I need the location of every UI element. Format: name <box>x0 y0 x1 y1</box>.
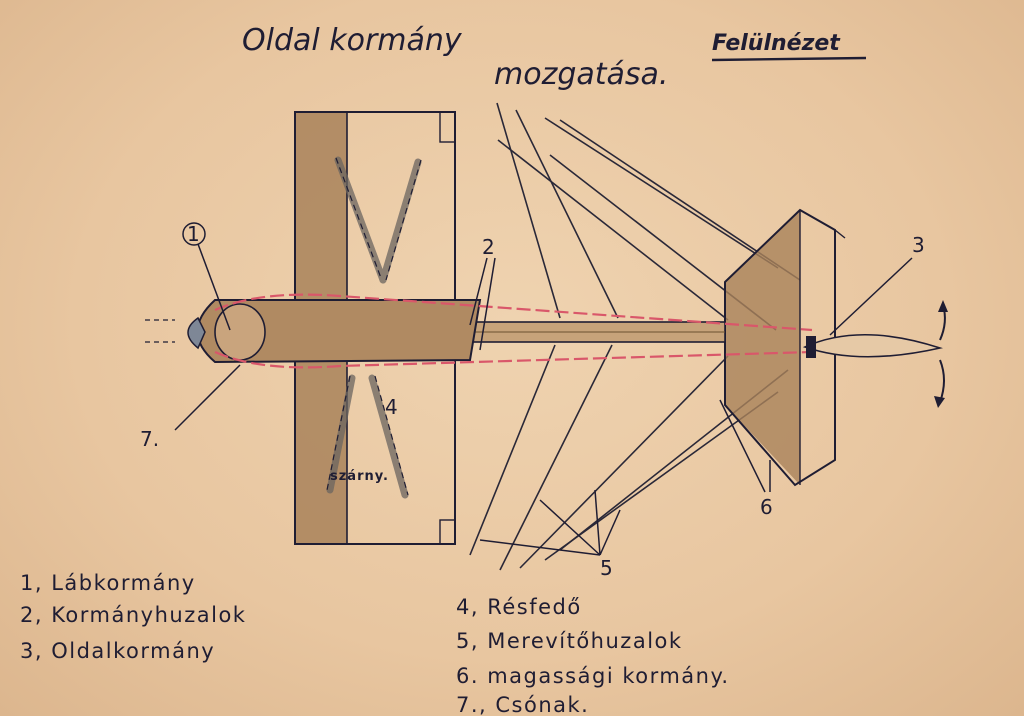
callout-7: 7. <box>140 427 159 451</box>
legend-item-4: 4, Résfedő <box>456 595 582 619</box>
legend-item-1: 1, Lábkormány <box>20 571 196 595</box>
rudder <box>802 300 948 408</box>
callout-2: 2 <box>482 235 495 259</box>
callout-3: 3 <box>912 233 925 257</box>
control-wires <box>214 293 813 369</box>
callout-6: 6 <box>760 495 773 519</box>
view-label: Felülnézet <box>712 31 841 56</box>
nacelle <box>145 299 482 364</box>
legend-item-3: 3, Oldalkormány <box>20 639 215 663</box>
view-underline <box>711 56 867 62</box>
wing-label: szárny. <box>330 469 389 484</box>
callout-leaders <box>174 222 913 556</box>
title-line2: mozgatása. <box>494 57 668 92</box>
callout-5: 5 <box>600 556 613 580</box>
title-line1: Oldal kormány <box>242 23 463 58</box>
legend-item-6: 6. magassági kormány. <box>456 664 730 688</box>
elevator <box>724 208 846 487</box>
legend-item-7: 7., Csónak. <box>456 693 589 716</box>
legend-item-2: 2, Kormányhuzalok <box>20 603 246 627</box>
callout-1: 1 <box>187 222 200 246</box>
legend-item-5: 5, Merevítőhuzalok <box>456 629 683 653</box>
callout-4: 4 <box>385 395 398 419</box>
